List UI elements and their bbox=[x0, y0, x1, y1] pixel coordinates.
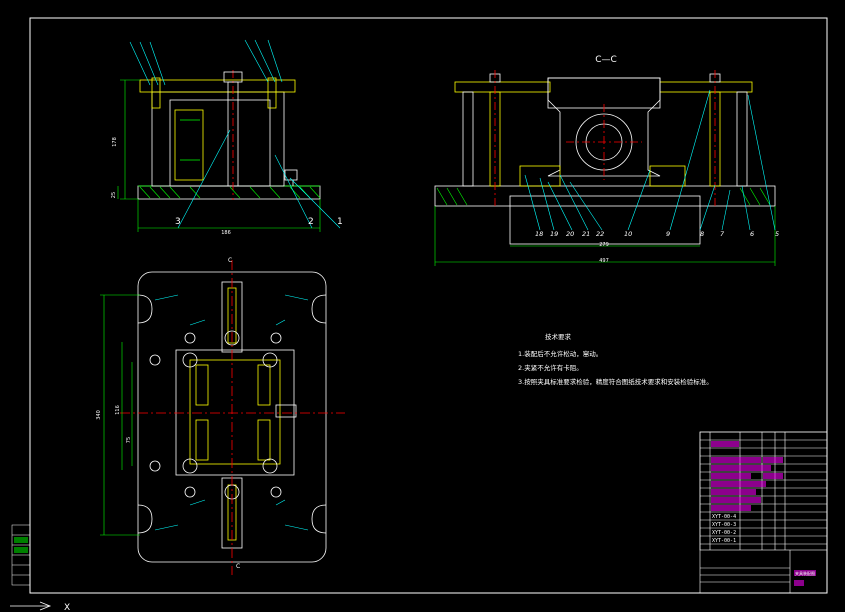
bom-row-1: XYT-00-1 bbox=[712, 538, 736, 544]
plan-view bbox=[120, 260, 345, 575]
front-view bbox=[137, 70, 321, 200]
front-height-dimension: 178 bbox=[112, 137, 118, 147]
balloon-front-3: 3 bbox=[175, 217, 181, 227]
balloon-section-20: 20 bbox=[566, 230, 574, 238]
balloon-section-10: 10 bbox=[624, 230, 632, 238]
bom-row-4: XYT-00-4 bbox=[712, 514, 736, 520]
notes-title: 技术要求 bbox=[545, 333, 571, 341]
revision-strip bbox=[11, 524, 31, 586]
front-width-dimension: 186 bbox=[221, 230, 231, 236]
section-dimensions bbox=[434, 206, 776, 266]
bom-row-3: XYT-00-3 bbox=[712, 522, 736, 528]
revision-strip-fill bbox=[14, 537, 28, 553]
balloon-section-19: 19 bbox=[550, 230, 558, 238]
plan-section-marker-bottom: C bbox=[236, 563, 240, 570]
balloon-section-6: 6 bbox=[750, 230, 754, 238]
balloon-section-5: 5 bbox=[775, 230, 779, 238]
drawing-frame bbox=[29, 17, 828, 594]
ucs-x-label: X bbox=[64, 603, 70, 612]
balloon-section-22: 22 bbox=[596, 230, 604, 238]
plan-view-leaders bbox=[154, 294, 309, 531]
title-block bbox=[699, 431, 828, 594]
balloon-front-2: 2 bbox=[308, 217, 314, 227]
front-view-leaders bbox=[129, 39, 341, 229]
note-3: 3.按照夹具标准要求检验，精度符合图纸技术要求和安装检验标准。 bbox=[518, 378, 713, 386]
front-view-dimensions bbox=[117, 79, 321, 232]
section-title: C—C bbox=[595, 55, 617, 65]
section-balloons: 18 19 20 21 22 10 9 8 7 6 5 bbox=[535, 230, 779, 238]
plan-mid-dimension: 116 bbox=[115, 405, 121, 415]
balloon-front-1: 1 bbox=[337, 217, 343, 227]
section-view bbox=[434, 70, 776, 245]
plan-view-dimensions bbox=[100, 294, 140, 536]
ucs-icon bbox=[10, 601, 52, 611]
section-inner-dimension: 279 bbox=[599, 242, 609, 248]
balloon-section-18: 18 bbox=[535, 230, 543, 238]
balloon-section-7: 7 bbox=[720, 230, 725, 238]
balloon-section-21: 21 bbox=[582, 230, 590, 238]
note-2: 2.夹紧不允许有卡阻。 bbox=[518, 364, 583, 372]
bom-row-2: XYT-00-2 bbox=[712, 530, 736, 536]
balloon-section-8: 8 bbox=[700, 230, 704, 238]
bom-highlight bbox=[711, 441, 816, 586]
front-base-dimension: 25 bbox=[111, 192, 117, 198]
note-1: 1.装配后不允许松动，窜动。 bbox=[518, 350, 603, 358]
title-block-label: 夹具装配图 bbox=[795, 570, 815, 576]
plan-height-dimension: 340 bbox=[96, 410, 102, 420]
plan-section-marker-top: C bbox=[228, 257, 232, 264]
section-outer-dimension: 497 bbox=[599, 258, 609, 264]
bom-rows: XYT-00-4 XYT-00-3 XYT-00-2 XYT-00-1 bbox=[712, 514, 736, 544]
plan-lower-dimension: 75 bbox=[126, 437, 132, 443]
balloon-section-9: 9 bbox=[666, 230, 670, 238]
section-leaders bbox=[524, 89, 776, 231]
